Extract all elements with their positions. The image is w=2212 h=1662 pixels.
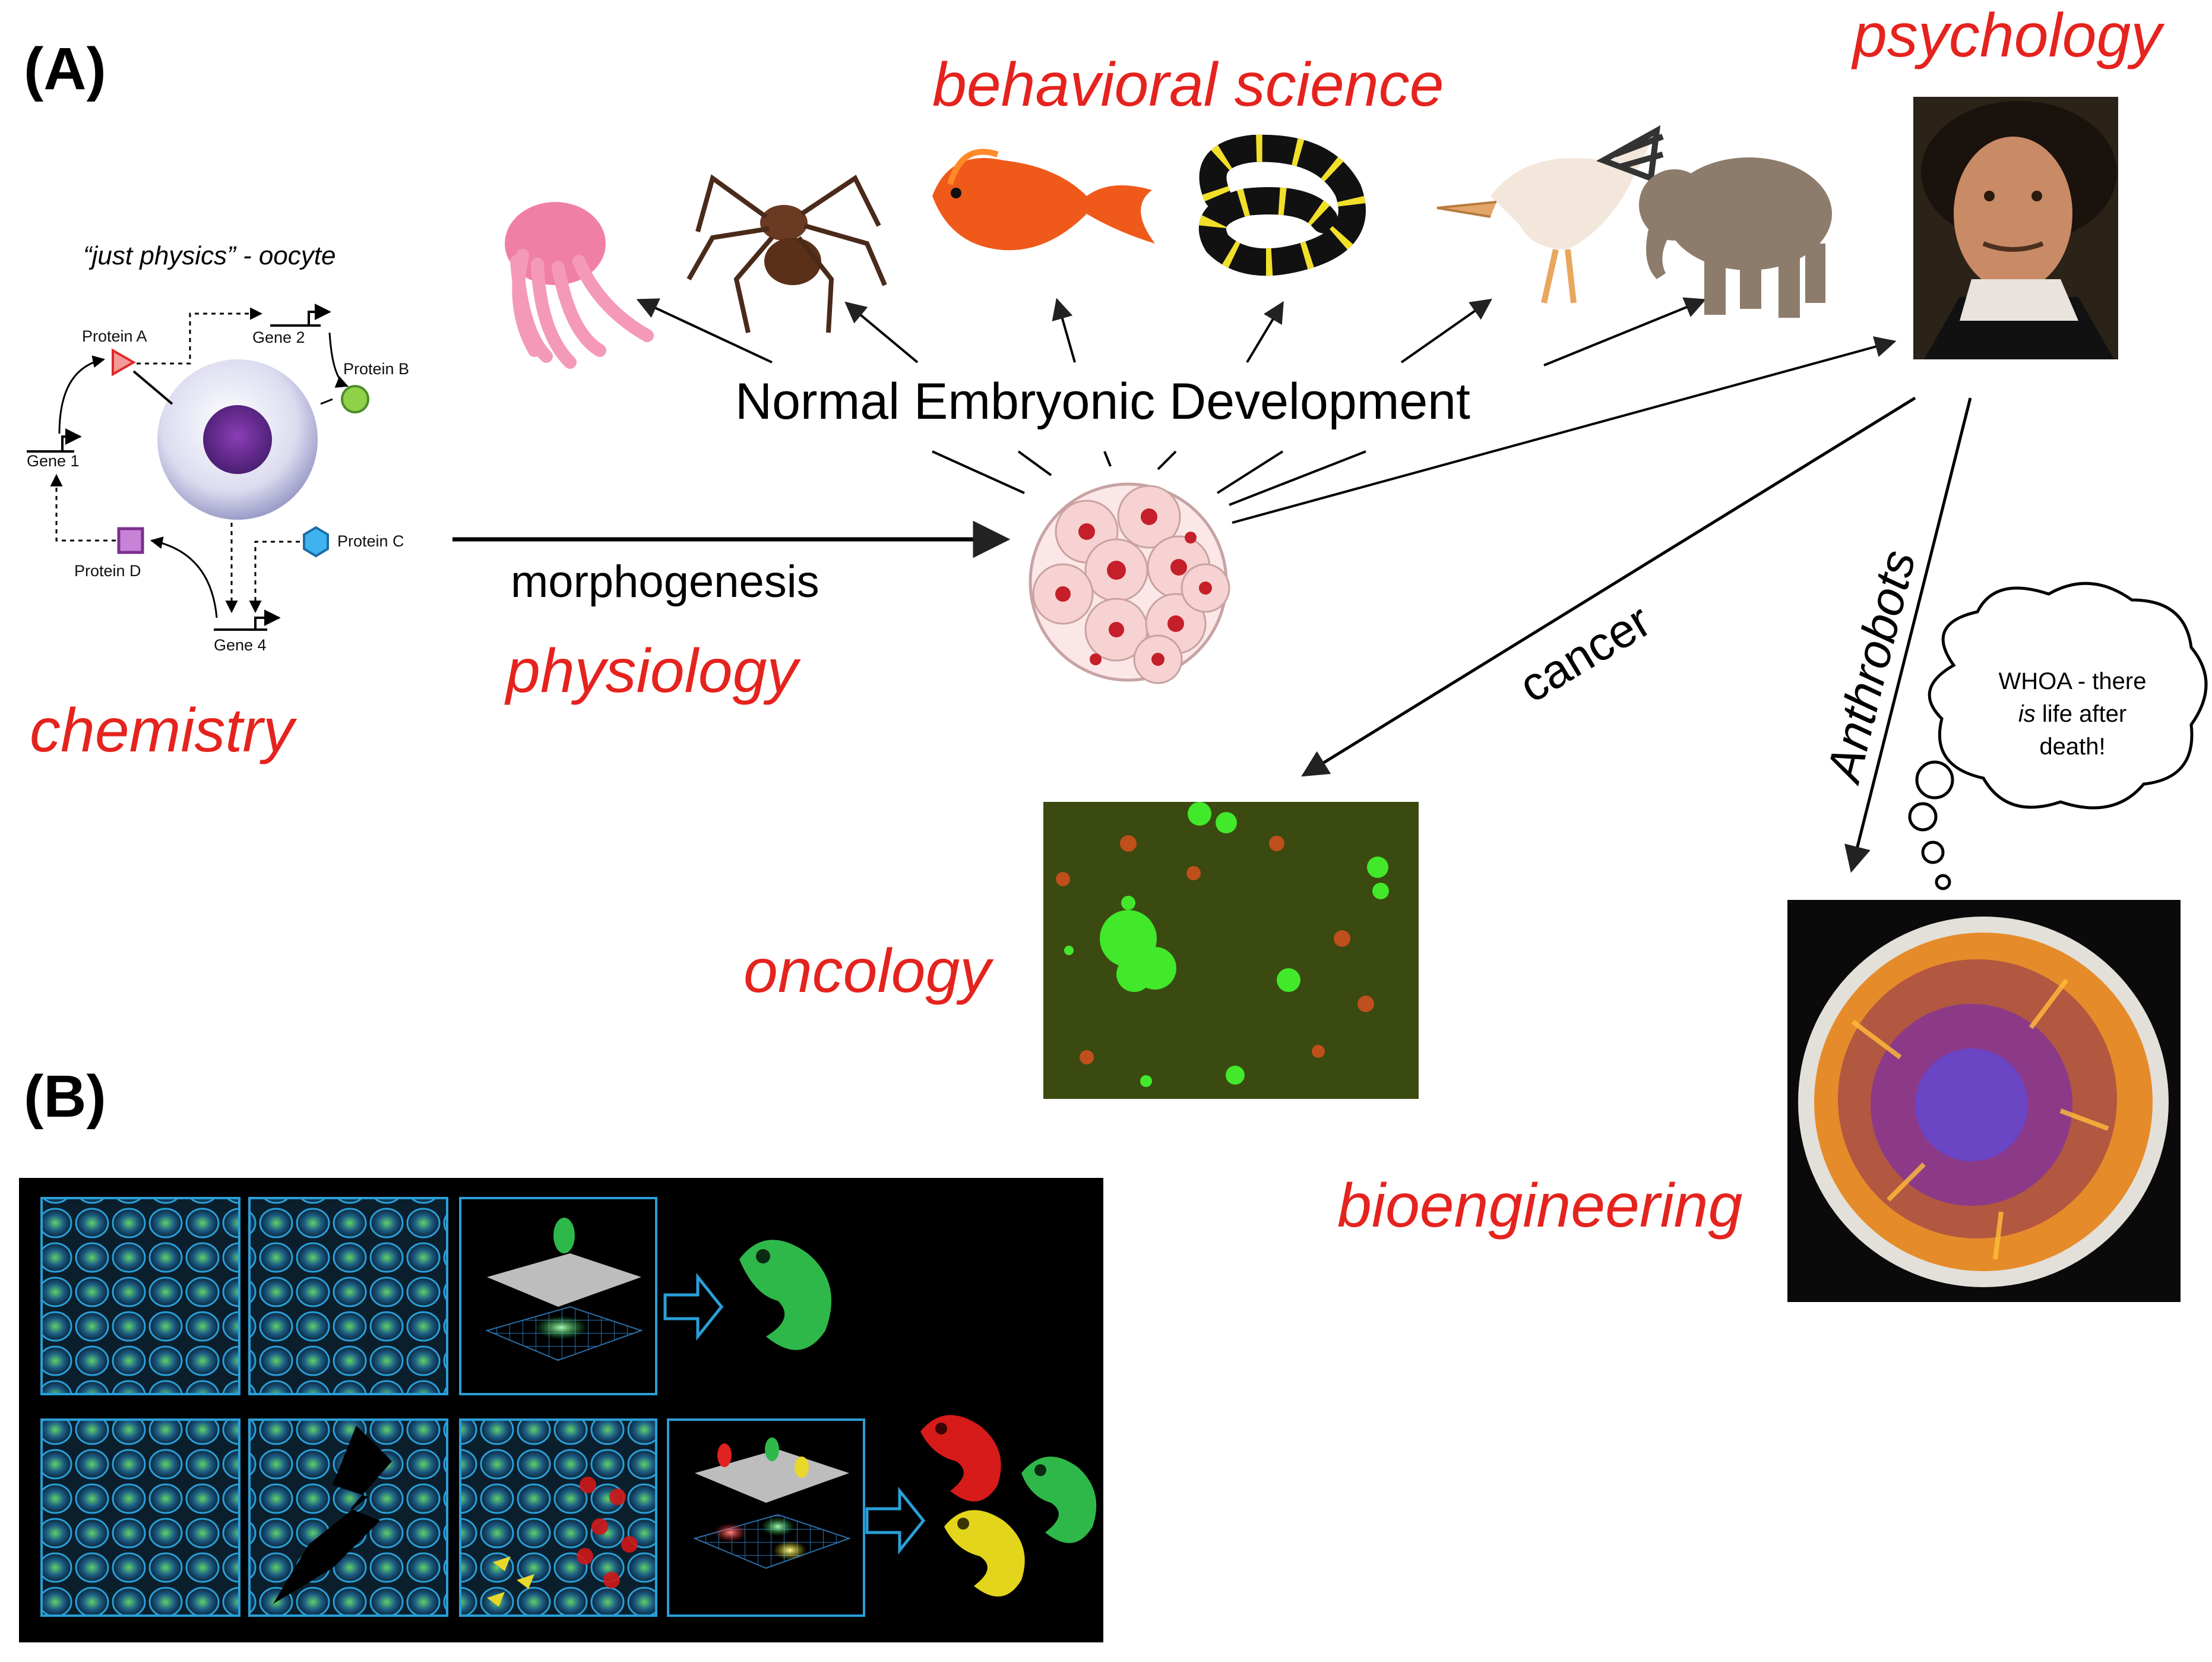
normal-development-label: Normal Embryonic Development (735, 373, 1470, 430)
gene-2-label: Gene 2 (252, 328, 305, 346)
arrow-to-elephant (1543, 297, 1707, 366)
label-psychology: psychology (1851, 1, 2165, 70)
oocyte-icon (157, 359, 318, 520)
tissue-tile-5 (459, 1418, 657, 1617)
protein-b-label: Protein B (343, 360, 409, 378)
thought-line-2: is life after (2018, 701, 2126, 727)
snake-icon (1198, 134, 1366, 276)
oocyte-caption: “just physics” - oocyte (83, 241, 336, 270)
thought-bubble: WHOA - there is life after death! (1908, 582, 2208, 890)
gene-1-symbol (27, 437, 80, 451)
gene-4-symbol (214, 618, 279, 630)
tissue-tile-3 (40, 1418, 240, 1617)
pelican-icon (1436, 125, 1664, 304)
protein-d-icon (117, 527, 144, 554)
arrow-to-goldfish (1052, 298, 1076, 363)
elephant-icon (1639, 157, 1832, 318)
protein-c-icon (303, 526, 329, 558)
planarian-green-2 (1021, 1456, 1097, 1543)
panel-a-label: (A) (24, 36, 106, 102)
protein-a-icon (112, 348, 137, 377)
thought-line-3: death! (2039, 734, 2105, 760)
embryo-icon (1029, 482, 1230, 684)
jellyfish-icon (505, 202, 654, 369)
protein-d-label: Protein D (74, 562, 141, 580)
protein-b-icon (341, 385, 369, 413)
portrait-icon (1913, 97, 2118, 359)
planarian-green (739, 1240, 831, 1350)
morphogenesis-label: morphogenesis (511, 557, 819, 607)
cancer-label: cancer (1510, 594, 1660, 713)
anthrobots-arrow (1844, 397, 1972, 873)
wound-crack (273, 1426, 392, 1604)
gene-2-symbol (270, 312, 330, 326)
tissue-tile-2 (248, 1197, 448, 1395)
panel-b-label: (B) (24, 1063, 106, 1130)
oocyte-diagram: “just physics” - oocyte Gene 1 Gene 2 Ge… (27, 241, 409, 654)
label-bioengineering: bioengineering (1337, 1171, 1742, 1240)
oncology-image (1043, 802, 1419, 1099)
goldfish-icon (932, 148, 1155, 251)
label-chemistry: chemistry (30, 696, 298, 765)
planarian-red (920, 1415, 1001, 1502)
protein-a-label: Protein A (82, 327, 147, 345)
thought-line-2-rest: life after (2036, 701, 2126, 727)
arrow-to-snake (1246, 301, 1284, 364)
protein-c-label: Protein C (337, 532, 404, 550)
tissue-tile-1 (40, 1197, 240, 1395)
cancer-arrow (1301, 396, 1916, 777)
thought-line-1: WHOA - there (1999, 668, 2147, 694)
thought-emphasis: is (2018, 701, 2036, 727)
planarian-yellow (944, 1510, 1025, 1597)
anthrobots-label: Anthrobots (1816, 545, 1926, 790)
label-physiology: physiology (504, 637, 801, 706)
landscape-1 (485, 1218, 644, 1361)
label-oncology: oncology (743, 937, 994, 1006)
embryo-spokes (932, 336, 1897, 524)
landscape-2 (692, 1437, 852, 1569)
spider-icon (686, 174, 887, 333)
gene-1-label: Gene 1 (27, 452, 80, 470)
panel-b (19, 1178, 1103, 1642)
arrow-to-spider (844, 301, 919, 364)
label-behavioral-science: behavioral science (932, 50, 1444, 119)
gene-4-label: Gene 4 (214, 636, 267, 654)
anthrobot-image (1787, 900, 2181, 1302)
arrow-to-pelican (1400, 298, 1492, 364)
arrow-to-jellyfish (636, 298, 773, 364)
